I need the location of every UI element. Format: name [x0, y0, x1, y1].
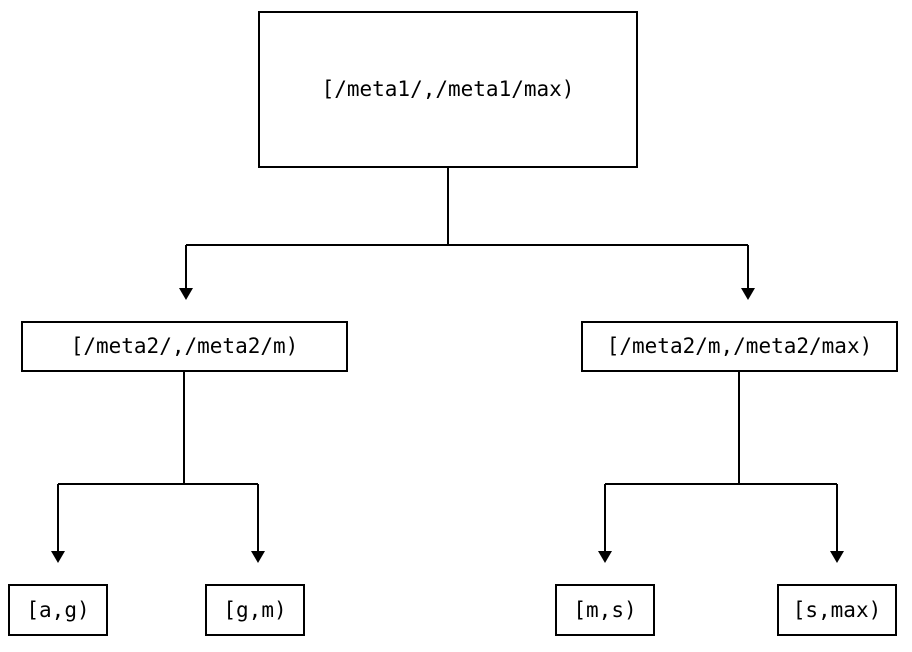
tree-node-leaf-4-label: [s,max) [792, 597, 882, 622]
tree-node-mid-left-label: [/meta2/,/meta2/m) [70, 334, 299, 358]
tree-node-root-label: [/meta1/,/meta1/max) [321, 77, 575, 101]
tree-node-root[interactable]: [/meta1/,/meta1/max) [258, 11, 638, 168]
tree-node-leaf-3[interactable]: [m,s) [555, 584, 655, 636]
arrowhead-to-leaf-1 [51, 551, 65, 563]
tree-node-mid-right[interactable]: [/meta2/m,/meta2/max) [581, 321, 898, 372]
arrowhead-to-leaf-4 [830, 551, 844, 563]
tree-node-leaf-4[interactable]: [s,max) [777, 584, 897, 636]
tree-node-leaf-3-label: [m,s) [573, 597, 637, 622]
edge-root-to-level1 [179, 168, 755, 300]
arrowhead-to-leaf-3 [598, 551, 612, 563]
tree-node-leaf-1-label: [a,g) [26, 597, 90, 622]
tree-node-leaf-2[interactable]: [g,m) [205, 584, 305, 636]
arrowhead-to-leaf-2 [251, 551, 265, 563]
tree-node-mid-right-label: [/meta2/m,/meta2/max) [606, 334, 873, 358]
edge-midright-to-leaves [598, 372, 844, 563]
tree-node-leaf-2-label: [g,m) [223, 597, 287, 622]
arrowhead-to-mid-left [179, 288, 193, 300]
edge-midleft-to-leaves [51, 372, 265, 563]
tree-node-leaf-1[interactable]: [a,g) [8, 584, 108, 636]
tree-node-mid-left[interactable]: [/meta2/,/meta2/m) [21, 321, 348, 372]
arrowhead-to-mid-right [741, 288, 755, 300]
